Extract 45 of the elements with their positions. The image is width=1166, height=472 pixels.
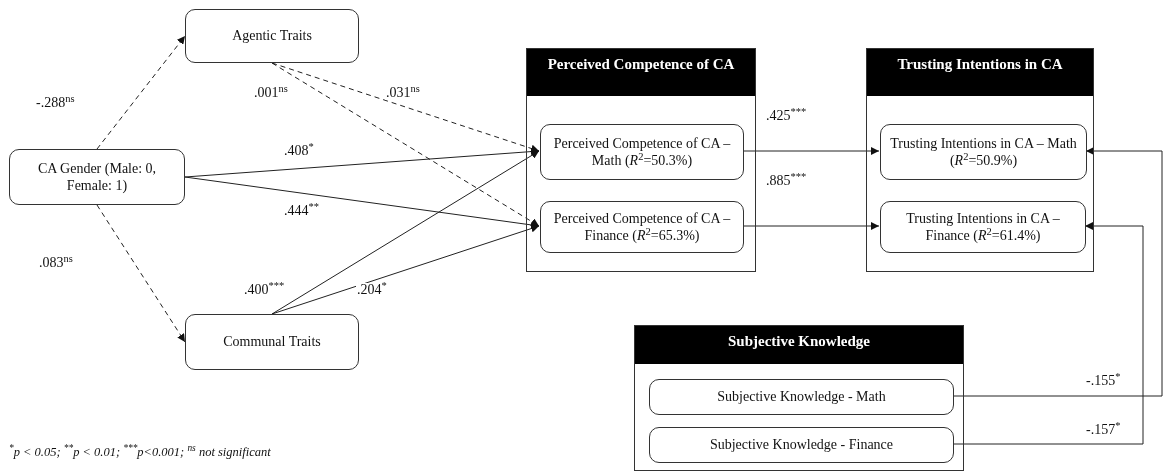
variable-box	[880, 201, 1086, 253]
variable-label: Agentic Traits	[232, 27, 312, 45]
variable-box	[9, 149, 185, 205]
edge-label: .425$^{***}$	[765, 109, 808, 123]
edge-label: -.155$^{*}$	[1085, 374, 1122, 388]
arrow	[742, 147, 880, 155]
arrow	[742, 222, 880, 230]
variable-label: Communal Traits	[223, 333, 321, 351]
variable-box	[649, 379, 954, 415]
arrow	[271, 62, 540, 227]
group-panel	[526, 48, 756, 272]
edge-label: .083$^{ns}$	[38, 256, 74, 270]
variable-label: CA Gender (Male: 0, Female: 1)	[36, 159, 158, 195]
variable-label: Subjective Knowledge - Finance	[709, 436, 894, 454]
variable-box	[649, 427, 954, 463]
group-panel	[866, 48, 1094, 272]
arrow	[96, 204, 186, 343]
variable-box	[185, 314, 359, 370]
edge-label: .408$^{*}$	[283, 144, 315, 158]
significance-note: $^{*}$p < 0.05; $^{**}$p < 0.01; $^{***}$p<0.001; $^{ns}$ not significant	[9, 443, 271, 461]
edge-label: -.157$^{*}$	[1085, 423, 1122, 437]
edge-label: .204$^{*}$	[356, 283, 388, 297]
variable-box	[880, 124, 1087, 180]
variable-box	[540, 201, 744, 253]
edge-label: .031$^{ns}$	[385, 86, 421, 100]
edge-label: .400$^{***}$	[243, 283, 286, 297]
variable-box	[540, 124, 744, 180]
arrow	[271, 150, 540, 315]
arrow	[952, 147, 1163, 397]
variable-label: Trusting Intentions in CA – Math (R$^{2}$=50.9%)	[889, 134, 1078, 170]
arrow	[952, 222, 1144, 445]
edge-label: .885$^{***}$	[765, 174, 808, 188]
edge-label: -.288$^{ns}$	[35, 96, 76, 110]
variable-label: Perceived Competence of CA – Math (R$^{2}$=50.3%)	[552, 134, 732, 170]
variable-box	[185, 9, 359, 63]
group-title: Subjective Knowledge	[727, 332, 871, 351]
edge-label: .444$^{**}$	[283, 204, 320, 218]
variable-label: Perceived Competence of CA – Finance (R$^{2}$=65.3%)	[552, 209, 732, 245]
group-panel	[634, 325, 964, 471]
group-title: Perceived Competence of CA	[547, 55, 735, 74]
edge-label: .001$^{ns}$	[253, 86, 289, 100]
variable-label: Trusting Intentions in CA – Finance (R$^{2}$=61.4%)	[905, 209, 1061, 245]
variable-label: Subjective Knowledge - Math	[717, 388, 886, 406]
group-title: Trusting Intentions in CA	[897, 55, 1063, 74]
arrow	[96, 35, 186, 150]
